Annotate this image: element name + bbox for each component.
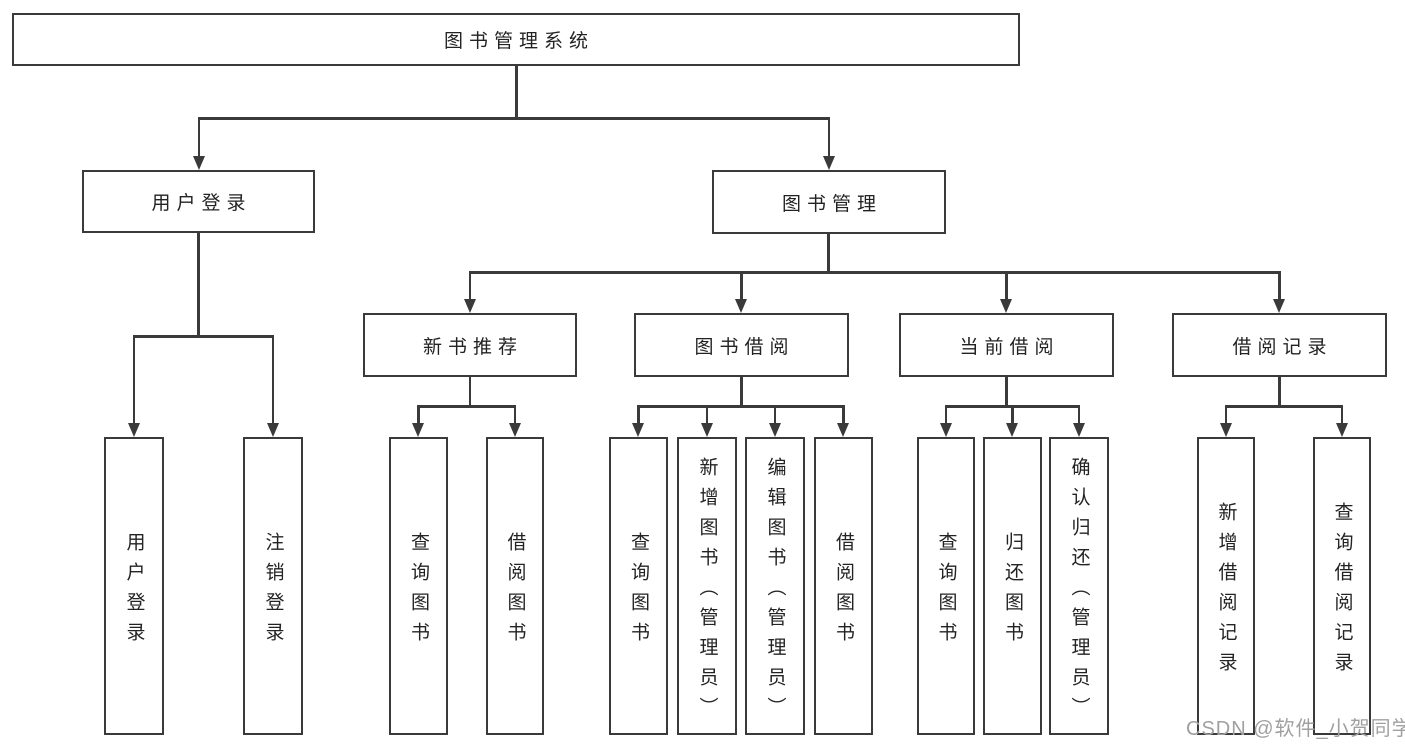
node-root: 图书管理系统 [12, 13, 1020, 66]
node-label: 借阅图书 [833, 531, 854, 652]
node-label: 查询图书 [408, 531, 429, 652]
arrowhead [822, 156, 835, 170]
arrowhead [1000, 299, 1012, 313]
node-label: 编辑图书（管理员） [764, 456, 786, 727]
leaf-edit-book-admin: 编辑图书（管理员） [745, 437, 805, 735]
connector-line [1278, 377, 1281, 405]
connector-line [271, 335, 275, 423]
arrowhead [735, 299, 747, 313]
node-label: 借阅记录 [1232, 336, 1333, 358]
connector-line [417, 405, 420, 423]
node-label: 新增图书（管理员） [696, 456, 718, 727]
connector-line [637, 405, 845, 408]
leaf-query-borrow-record: 查询借阅记录 [1313, 437, 1371, 735]
connector-line [132, 335, 275, 338]
arrowhead [700, 423, 713, 437]
node-borrow-records: 借阅记录 [1172, 313, 1387, 377]
node-label: 当前借阅 [959, 336, 1060, 358]
connector-line [1011, 405, 1014, 423]
leaf-add-book-admin: 新增图书（管理员） [677, 437, 737, 735]
connector-line [197, 117, 831, 120]
node-new-book-recommend: 新书推荐 [363, 313, 577, 377]
connector-line [740, 271, 743, 299]
node-label: 新增借阅记录 [1215, 501, 1237, 682]
arrowhead [1072, 423, 1085, 437]
node-user-login: 用户登录 [82, 170, 315, 233]
node-book-management: 图书管理 [712, 170, 946, 234]
connector-line [637, 405, 640, 423]
node-label: 借阅图书 [504, 531, 526, 652]
connector-line [827, 117, 831, 156]
arrowhead [463, 299, 476, 313]
connector-line [1077, 405, 1081, 423]
leaf-return-book: 归还图书 [983, 437, 1042, 735]
connector-line [773, 405, 777, 423]
connector-line [132, 335, 136, 423]
connector-line [468, 271, 1281, 274]
arrowhead [127, 423, 140, 437]
connector-line [1224, 405, 1228, 423]
arrowhead [768, 423, 781, 437]
csdn-watermark: CSDN @软件_小贺同学 [1186, 718, 1405, 740]
leaf-query-books-3: 查询图书 [917, 437, 975, 735]
node-label: 注销登录 [262, 531, 284, 652]
arrowhead [939, 423, 952, 437]
node-label: 用户登录 [123, 531, 145, 652]
node-label: 确认归还（管理员） [1068, 456, 1090, 727]
node-label: 查询图书 [628, 531, 649, 652]
node-label: 新书推荐 [422, 336, 523, 358]
node-label: 图书管理系统 [443, 31, 594, 52]
arrowhead [1273, 299, 1285, 313]
arrowhead [266, 423, 279, 437]
connector-line [197, 233, 200, 335]
arrowhead [192, 156, 205, 170]
arrowhead [1006, 423, 1018, 437]
node-label: 用户登录 [151, 193, 252, 214]
connector-line [1278, 271, 1281, 299]
leaf-borrow-books-1: 借阅图书 [486, 437, 544, 735]
connector-line [515, 66, 518, 117]
connector-line [1005, 377, 1008, 405]
connector-line [944, 405, 948, 423]
leaf-borrow-books-2: 借阅图书 [814, 437, 873, 735]
leaf-query-books-1: 查询图书 [389, 437, 448, 735]
leaf-logout: 注销登录 [243, 437, 303, 735]
arrowhead [508, 423, 521, 437]
node-label: 图书借阅 [694, 336, 795, 358]
connector-line [705, 405, 709, 423]
connector-line [842, 405, 845, 423]
leaf-query-books-2: 查询图书 [609, 437, 668, 735]
connector-line [513, 405, 517, 423]
arrowhead [837, 423, 849, 437]
arrowhead [632, 423, 644, 437]
node-label: 查询图书 [935, 531, 957, 652]
connector-line [1224, 405, 1344, 408]
leaf-confirm-return-admin: 确认归还（管理员） [1049, 437, 1109, 735]
arrowhead [1219, 423, 1232, 437]
connector-line [197, 117, 201, 156]
connector-line [1005, 271, 1008, 299]
arrowhead [1335, 423, 1348, 437]
arrowhead [412, 423, 424, 437]
connector-line [827, 234, 830, 271]
connector-line [740, 377, 743, 405]
leaf-add-borrow-record: 新增借阅记录 [1197, 437, 1255, 735]
connector-line [468, 377, 472, 405]
node-book-borrow: 图书借阅 [634, 313, 849, 377]
connector-line [417, 405, 517, 408]
node-label: 查询借阅记录 [1331, 501, 1353, 682]
node-current-borrow: 当前借阅 [899, 313, 1114, 377]
connector-line [1340, 405, 1344, 423]
node-label: 归还图书 [1002, 531, 1023, 652]
leaf-user-login: 用户登录 [104, 437, 164, 735]
node-label: 图书管理 [781, 193, 882, 215]
connector-line [468, 271, 472, 299]
